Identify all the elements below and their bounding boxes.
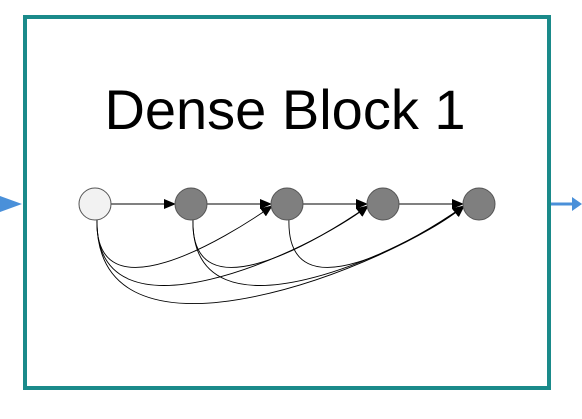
layer-node-x1: [174, 187, 208, 221]
layer-node-x4: [462, 187, 496, 221]
skip-edge-x0-x2: [96, 205, 273, 268]
input-node: [78, 187, 112, 221]
skip-edge-x1-x3: [192, 205, 369, 268]
layer-nodes: [78, 187, 496, 221]
input-arrow-icon: [0, 196, 22, 212]
layer-node-x2: [270, 187, 304, 221]
skip-connections: [96, 205, 465, 304]
output-arrow-icon: [549, 197, 582, 211]
skip-edge-x2-x4: [288, 205, 465, 268]
dense-block-title: Dense Block 1: [104, 78, 465, 141]
layer-node-x3: [366, 187, 400, 221]
